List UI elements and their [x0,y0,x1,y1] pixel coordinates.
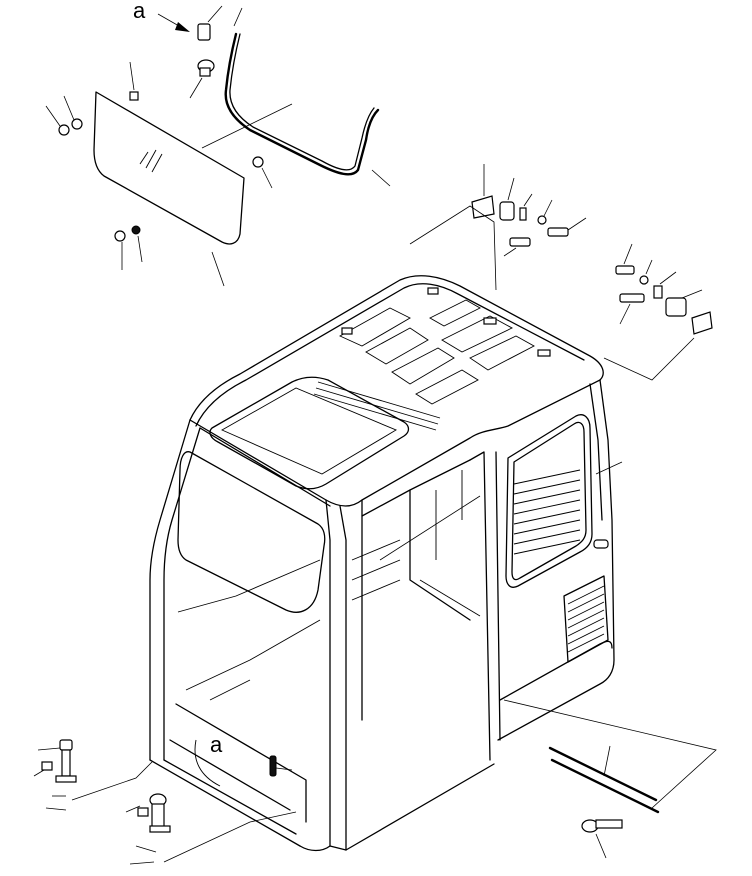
reference-label-cab: a [210,732,223,757]
mount-bolt-group-left [33,739,153,811]
hinge-group-upper [409,164,587,291]
mount-bolt-group-center [125,793,297,865]
door-catch [269,755,293,777]
reference-arrow [157,13,190,32]
cab-body [149,275,623,852]
glass-fasteners [45,61,273,270]
glass-pane [93,91,293,287]
trim-bolt [581,819,623,859]
bolt-part [189,59,215,99]
weatherstrip-seal [224,7,391,187]
hinge-group-lower [603,243,713,381]
trim-strip [503,699,717,814]
reference-label-top: a [133,0,146,23]
clip-part [197,5,223,41]
